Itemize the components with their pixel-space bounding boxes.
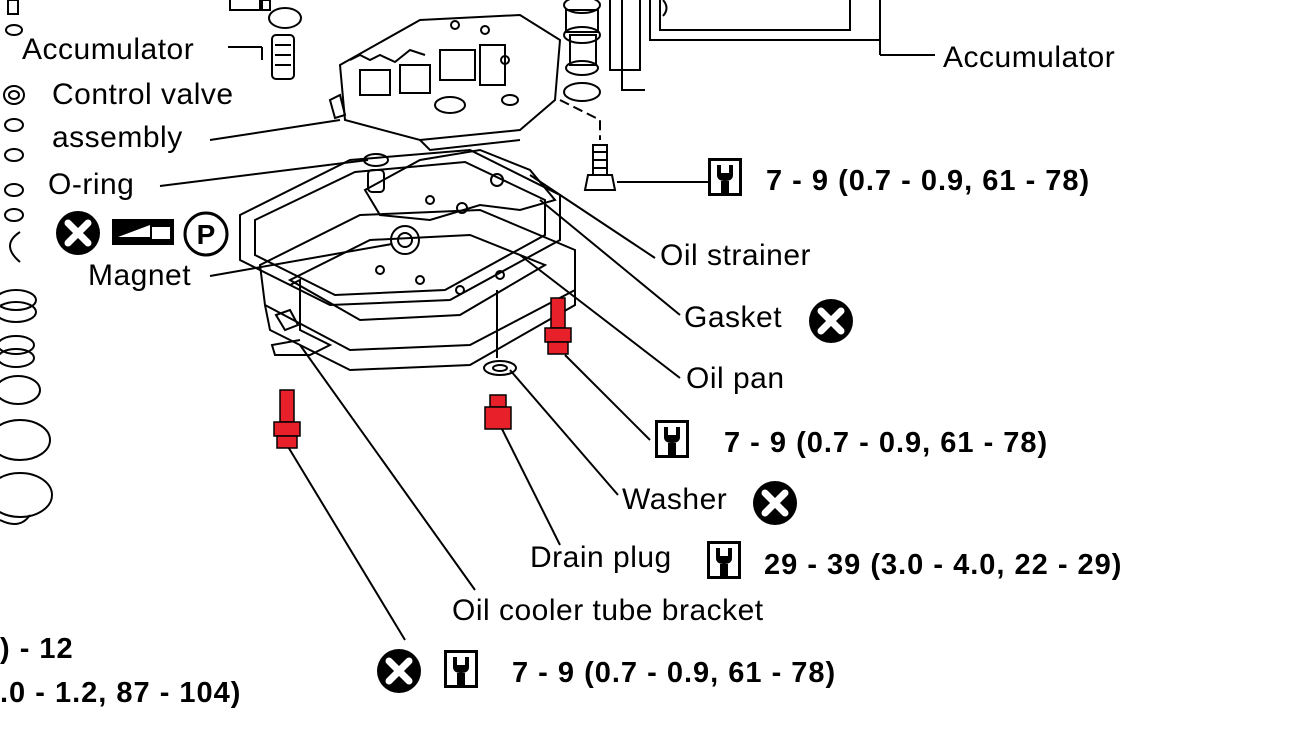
- p-symbol-icon: P: [183, 211, 229, 257]
- torque-control-valve-bolt: 7 - 9 (0.7 - 0.9, 61 - 78): [766, 165, 1091, 197]
- label-oil-pan: Oil pan: [686, 362, 785, 395]
- do-not-reuse-icon: [377, 649, 421, 693]
- label-control-valve-line2: assembly: [52, 121, 183, 154]
- label-control-valve-line1: Control valve: [52, 78, 234, 111]
- label-drain-plug: Drain plug: [530, 541, 672, 574]
- wrench-torque-icon: [655, 420, 689, 458]
- gasket-part: [239, 148, 561, 307]
- p-symbol-text: P: [197, 219, 216, 250]
- label-accumulator-right: Accumulator: [943, 41, 1116, 74]
- torque-cut-line2: .0 - 1.2, 87 - 104): [0, 677, 242, 709]
- drain-plug-red: [484, 394, 512, 430]
- wrench-torque-icon: [708, 158, 742, 196]
- bracket-bolt-red: [273, 389, 301, 449]
- label-gasket: Gasket: [684, 301, 783, 334]
- do-not-reuse-icon: [809, 299, 853, 343]
- torque-cut-line1: ) - 12: [0, 633, 74, 665]
- label-o-ring: O-ring: [48, 168, 135, 201]
- washer-part: [483, 360, 517, 376]
- label-magnet: Magnet: [88, 259, 192, 292]
- label-oil-cooler-tube-bracket: Oil cooler tube bracket: [452, 594, 764, 627]
- do-not-reuse-icon: [56, 211, 100, 255]
- torque-drain-plug: 29 - 39 (3.0 - 4.0, 22 - 29): [764, 549, 1123, 581]
- torque-oil-pan-bolt: 7 - 9 (0.7 - 0.9, 61 - 78): [724, 427, 1049, 459]
- accumulator-right-part: [563, 0, 935, 102]
- label-washer: Washer: [622, 483, 728, 516]
- oil-strainer-part: [363, 148, 557, 222]
- sealant-icon: [112, 219, 174, 245]
- accumulator-left-part: [229, 0, 302, 80]
- oil-pan-bolt-red: [544, 297, 572, 355]
- wrench-torque-icon: [444, 650, 478, 688]
- torque-bracket-bolt: 7 - 9 (0.7 - 0.9, 61 - 78): [512, 657, 837, 689]
- label-accumulator-left: Accumulator: [22, 33, 195, 66]
- oil-cooler-tube-bracket-part: [270, 278, 333, 356]
- left-parts-column: [0, 0, 53, 525]
- control-valve-assembly: [328, 13, 562, 152]
- wrench-torque-icon: [707, 541, 741, 579]
- oil-pan-part: [258, 208, 576, 372]
- do-not-reuse-icon: [753, 481, 797, 525]
- control-valve-bolt: [583, 144, 617, 191]
- label-oil-strainer: Oil strainer: [660, 239, 812, 272]
